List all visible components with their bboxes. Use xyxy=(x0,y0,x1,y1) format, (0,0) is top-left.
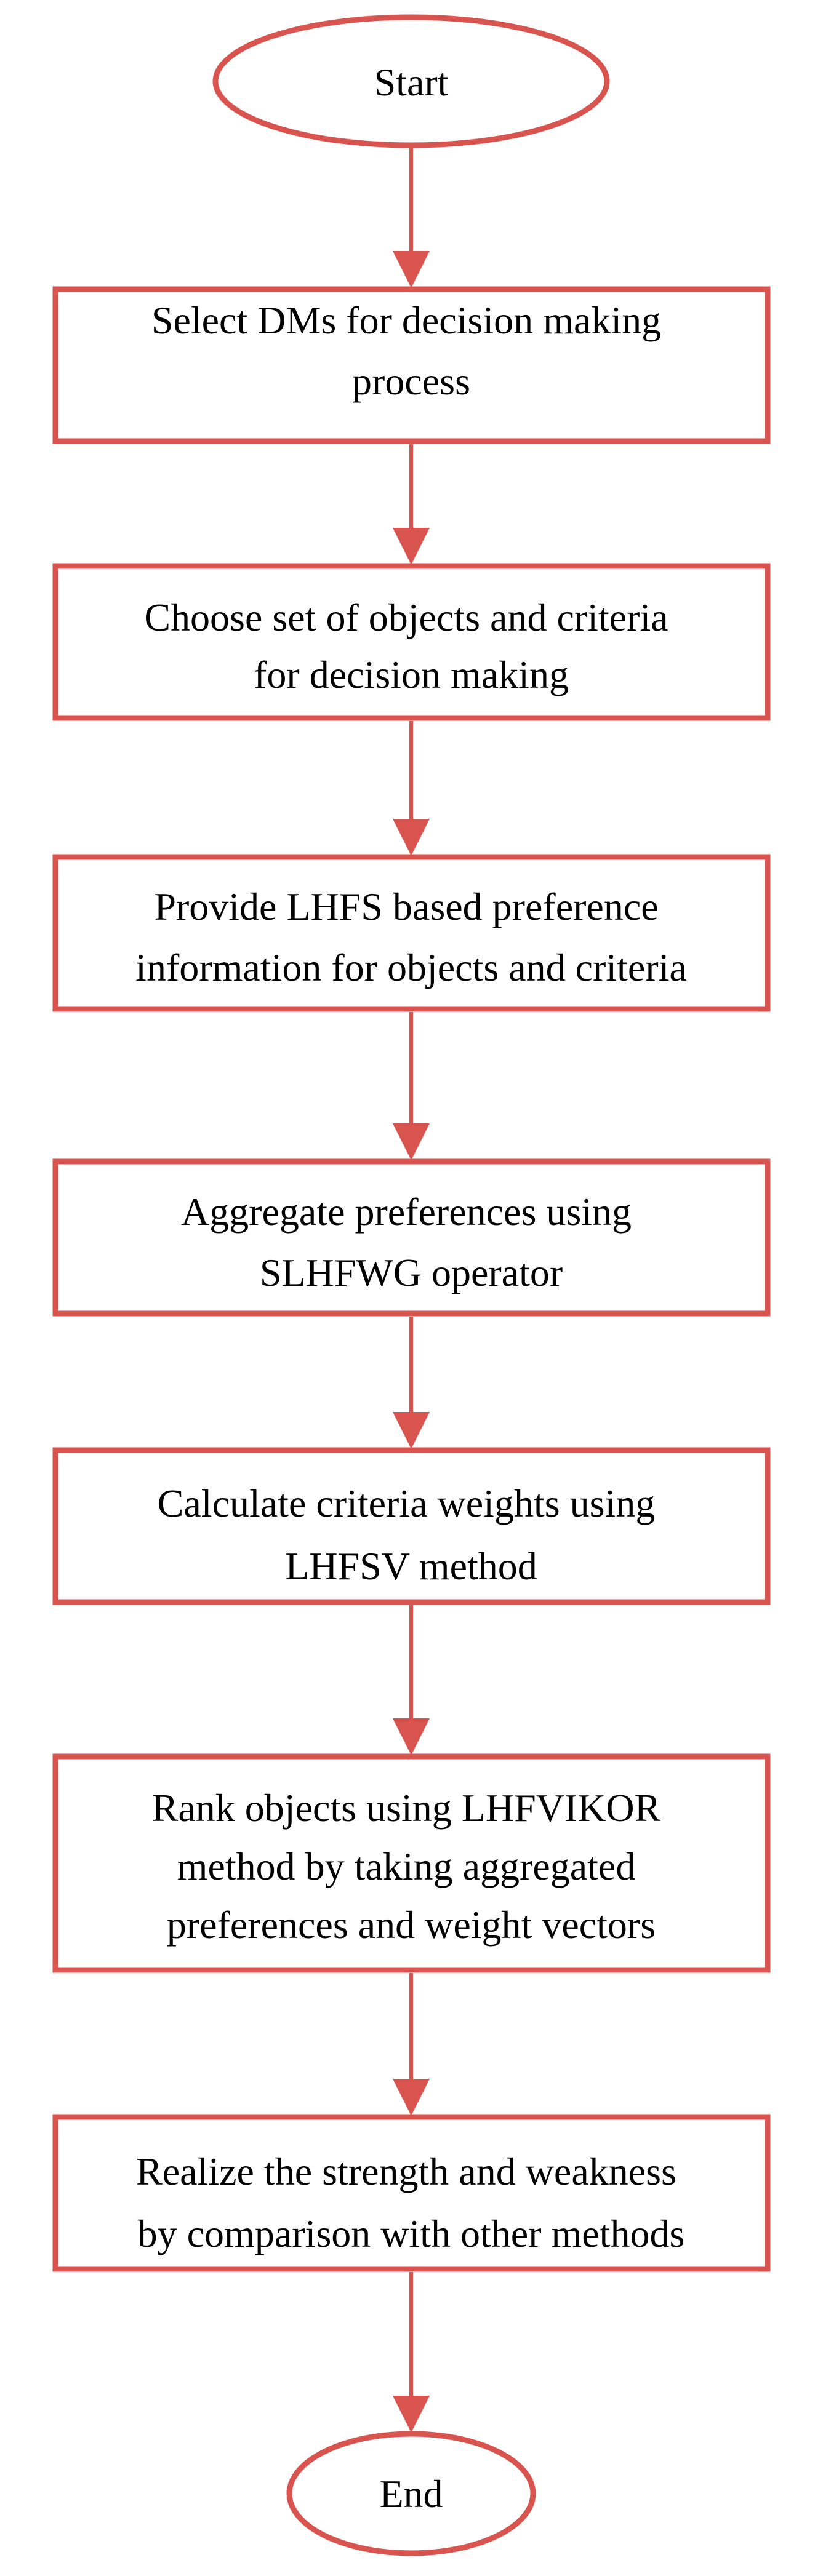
step-3-text: Provide LHFS based preference informatio… xyxy=(135,885,687,989)
step-5-text: Calculate criteria weights using LHFSV m… xyxy=(158,1481,665,1588)
step-6-text: Rank objects using LHFVIKOR method by ta… xyxy=(152,1786,671,1947)
step-1-line-2: process xyxy=(352,359,470,403)
step-3-line-2: information for objects and criteria xyxy=(135,946,687,989)
start-node: Start xyxy=(212,14,610,148)
step-3-line-1: Provide LHFS based preference xyxy=(154,885,658,928)
step-6-line-2: method by taking aggregated xyxy=(177,1844,636,1888)
step-box-2: Choose set of objects and criteria for d… xyxy=(52,563,771,721)
step-box-1: Select DMs for decision making process xyxy=(52,286,771,444)
step-5-line-2: LHFSV method xyxy=(285,1544,537,1588)
step-6-line-3: preferences and weight vectors xyxy=(167,1903,656,1947)
start-label: Start xyxy=(374,60,449,104)
step-4-line-1: Aggregate preferences using xyxy=(181,1190,632,1234)
step-1-rect xyxy=(52,286,771,444)
step-7-line-2: by comparison with other methods xyxy=(138,2212,685,2255)
step-6-rect xyxy=(52,1753,771,1973)
step-4-text: Aggregate preferences using SLHFWG opera… xyxy=(181,1190,641,1294)
step-7-text: Realize the strength and weakness by com… xyxy=(136,2150,686,2255)
step-4-line-2: SLHFWG operator xyxy=(260,1251,563,1294)
step-2-text: Choose set of objects and criteria for d… xyxy=(144,596,678,696)
step-5-line-1: Calculate criteria weights using xyxy=(158,1481,656,1525)
step-5-rect xyxy=(52,1447,771,1605)
step-7-line-1: Realize the strength and weakness xyxy=(136,2150,676,2193)
step-2-line-1: Choose set of objects and criteria xyxy=(144,596,668,639)
end-oval xyxy=(286,2431,536,2556)
step-box-6: Rank objects using LHFVIKOR method by ta… xyxy=(52,1753,771,1973)
step-1-text: Select DMs for decision making process xyxy=(151,298,671,403)
step-box-3: Provide LHFS based preference informatio… xyxy=(52,854,771,1012)
step-7-rect xyxy=(52,2114,771,2272)
step-2-line-2: for decision making xyxy=(254,653,569,696)
end-node: End xyxy=(286,2431,536,2556)
start-oval xyxy=(212,14,610,148)
step-box-7: Realize the strength and weakness by com… xyxy=(52,2114,771,2272)
step-6-line-1: Rank objects using LHFVIKOR xyxy=(152,1786,661,1830)
step-3-rect xyxy=(52,854,771,1012)
step-box-4: Aggregate preferences using SLHFWG opera… xyxy=(52,1158,771,1317)
step-box-5: Calculate criteria weights using LHFSV m… xyxy=(52,1447,771,1605)
step-4-rect xyxy=(52,1158,771,1317)
step-1-line-1: Select DMs for decision making xyxy=(151,298,661,342)
step-2-rect xyxy=(52,563,771,721)
end-label: End xyxy=(379,2472,443,2516)
